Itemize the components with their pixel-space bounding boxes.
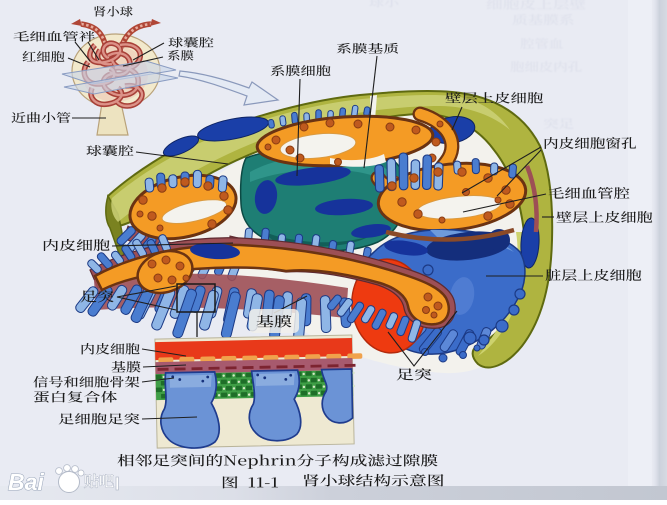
svg-text:Bai: Bai — [8, 469, 44, 495]
